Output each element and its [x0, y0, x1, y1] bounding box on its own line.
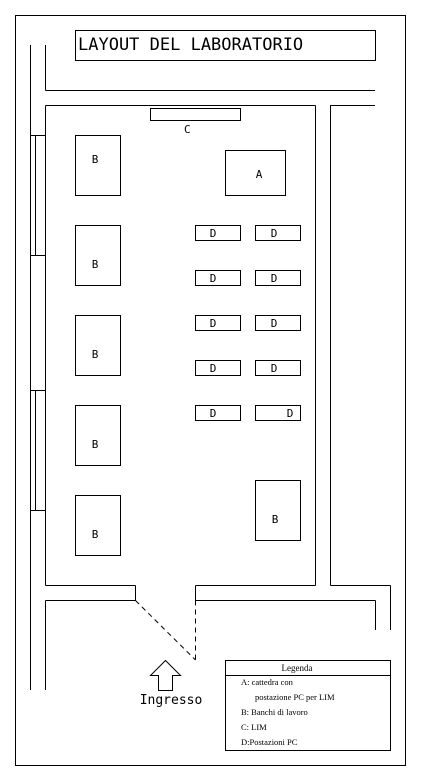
legend-title: Legenda — [282, 663, 313, 673]
work-benches: B B B B B B — [75, 135, 301, 556]
pc-station — [195, 270, 241, 286]
legend-item: B: Banchi di lavoro — [241, 707, 308, 717]
legend-item: A: cattedra con — [241, 677, 294, 687]
work-bench — [75, 315, 121, 376]
legend-item: postazione PC per LIM — [255, 692, 335, 702]
left-windows — [30, 135, 46, 511]
legend-item: D:Postazioni PC — [241, 737, 298, 747]
entrance-arrow-icon — [149, 659, 182, 691]
page-frame — [15, 15, 406, 766]
pc-station — [255, 360, 301, 376]
pc-station — [195, 225, 241, 241]
lim-label: C — [184, 123, 191, 136]
pc-station — [255, 225, 301, 241]
pc-station-label: D — [210, 272, 217, 285]
teacher-desk-label: A — [256, 168, 263, 181]
pc-station — [255, 405, 301, 421]
work-bench — [75, 495, 121, 556]
legend-item: C: LIM — [241, 722, 267, 732]
work-bench — [75, 135, 121, 196]
pc-station-label: D — [210, 407, 217, 420]
pc-station — [195, 405, 241, 421]
legend: Legenda A: cattedra con postazione PC pe… — [225, 660, 391, 751]
pc-station — [195, 360, 241, 376]
pc-station-label: D — [210, 362, 217, 375]
pc-station-label: D — [210, 227, 217, 240]
work-bench — [75, 405, 121, 466]
page-title: LAYOUT DEL LABORATORIO — [78, 35, 303, 55]
lab-room-walls — [45, 105, 316, 601]
title-box — [75, 30, 376, 61]
pc-station-label: D — [210, 317, 217, 330]
work-bench — [255, 480, 301, 541]
pc-station — [255, 270, 301, 286]
lim-board — [150, 108, 241, 121]
pc-station-label: D — [271, 317, 278, 330]
pc-station-label: D — [271, 227, 278, 240]
pc-station — [255, 315, 301, 331]
pc-station — [195, 315, 241, 331]
door-swing — [135, 600, 196, 661]
work-bench-label: B — [272, 513, 279, 526]
work-bench-label: B — [92, 528, 99, 541]
teacher-desk — [225, 150, 286, 196]
work-bench-label: B — [92, 153, 99, 166]
work-bench-label: B — [92, 438, 99, 451]
entrance-label: Ingresso — [140, 693, 203, 708]
pc-station-label: D — [287, 407, 294, 420]
work-bench-label: B — [92, 348, 99, 361]
corridor-walls — [30, 45, 391, 690]
pc-workstations: D D D D D D D D D D — [195, 225, 301, 421]
pc-station-label: D — [271, 272, 278, 285]
pc-station-label: D — [271, 362, 278, 375]
work-bench — [75, 225, 121, 286]
work-bench-label: B — [92, 258, 99, 271]
